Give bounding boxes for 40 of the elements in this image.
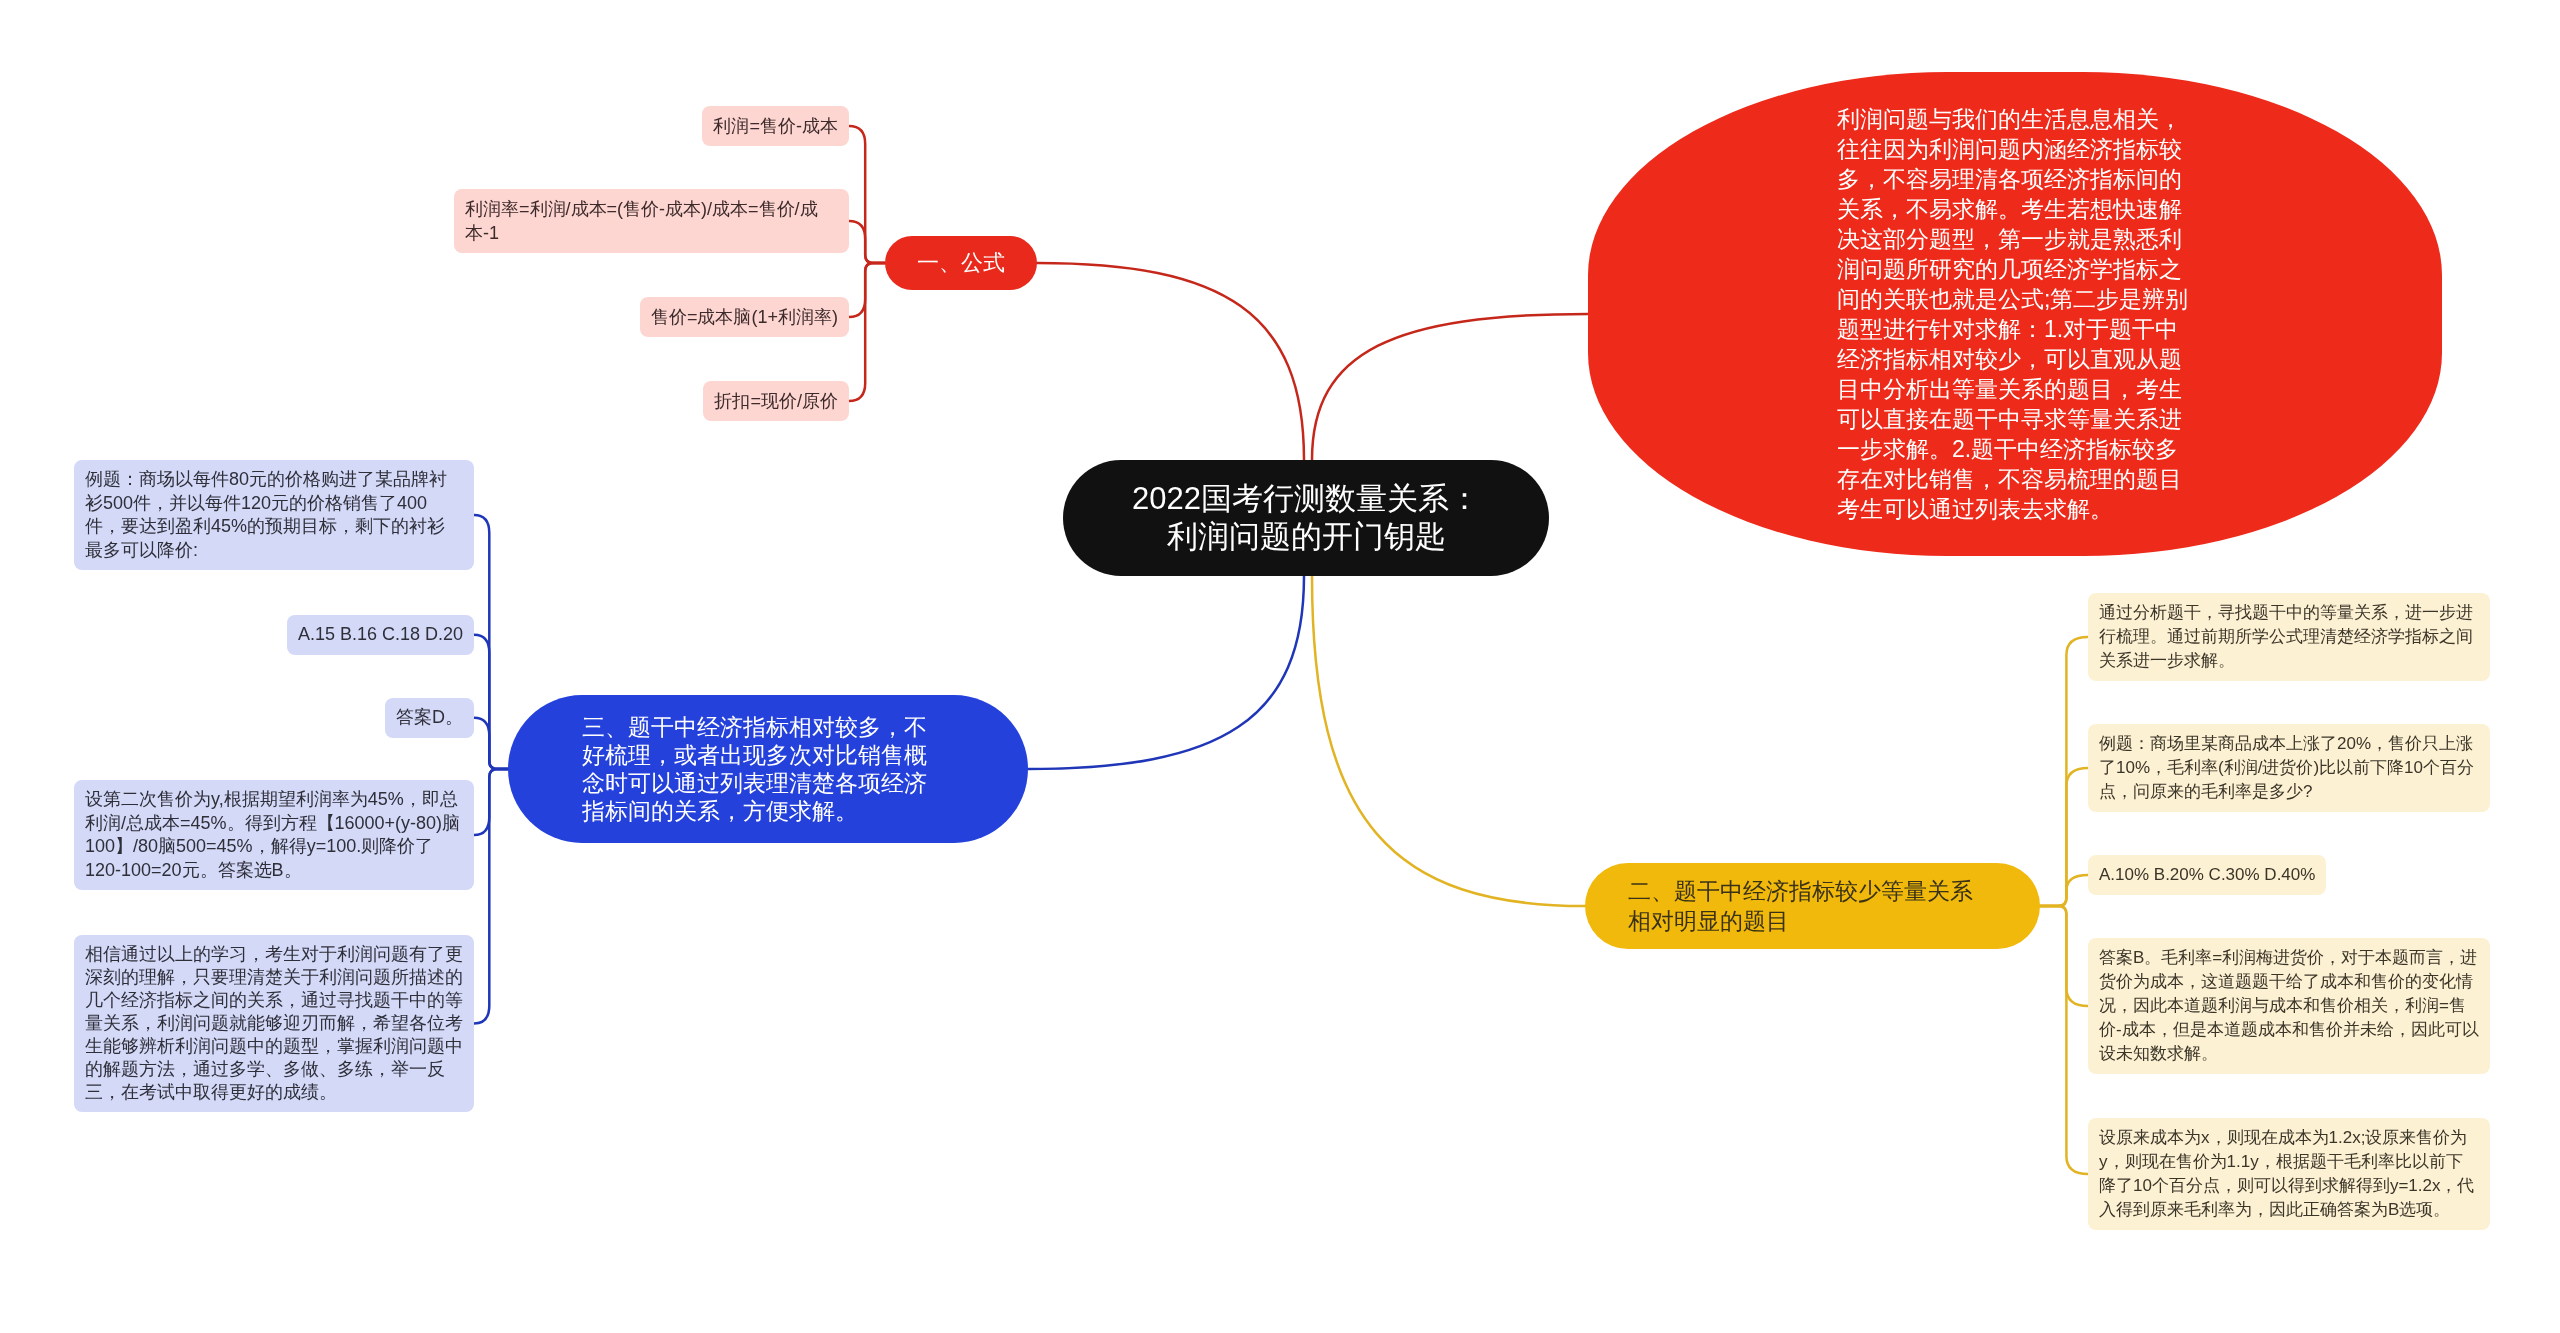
branch-line	[1035, 261, 1306, 462]
note-card	[2088, 855, 2327, 895]
branch-label: 二、题干中经济指标较少等量关系相对明显的题目	[1628, 877, 1974, 936]
note-card	[2088, 1118, 2490, 1230]
note-card	[286, 615, 474, 655]
note-text: 折扣=现价/原价	[714, 390, 838, 413]
branch-label: 三、题干中经济指标相对较多，不好梳理，或者出现多次对比销售概念时可以通过列表理清楚各项经济指标间的关系，方便求解。	[582, 713, 928, 825]
note-card	[639, 297, 849, 337]
note-text: 利润率=利润/成本=(售价-成本)/成本=售价/成本-1	[465, 198, 819, 245]
branch-topic	[885, 236, 1037, 290]
paragraph: 利润问题与我们的生活息息相关，往往因为利润问题内涵经济指标较多，不容易理清各项经济指标间的关系，不易求解。考生若想快速解决这部分题型，第一步就是熟悉利润问题所研究的几项经济学指标之间的关联也就是公式;第二步是辨别题型进行针对求解：1.对于题干中经济指标相对较少，可以直观从题目中分析出等量关系的题目，考生可以直接在题干中寻求等量关系进一步求解。2.题干中经济指标较多存在对比销售，不容易梳理的题目考生可以通过列表去求解。	[1837, 105, 2190, 524]
note-text: 设第二次售价为y,根据期望利润率为45%，即总利润/总成本=45%。得到方程【16000+(y-80)脑100】/80脑500=45%，解得y=100.则降价了120-100=20元。答案选B。	[85, 788, 462, 882]
note-card	[703, 381, 849, 421]
branch-line	[472, 767, 510, 1025]
note-card	[74, 780, 474, 890]
note-card	[2088, 593, 2490, 681]
topic-title: 2022国考行测数量关系：利润问题的开门钥匙	[1131, 480, 1481, 556]
note-card	[2088, 938, 2490, 1074]
branch-label: 一、公式	[916, 249, 1006, 277]
branch-line	[847, 261, 887, 403]
note-text: 设原来成本为x，则现在成本为1.2x;设原来售价为y，则现在售价为1.1y，根据题干毛利率比以前下降了10个百分点，则可以得到求解得到y=1.2x，代入得到原来毛利率为，因此正确答案为B选项。	[2099, 1127, 2476, 1221]
note-card	[702, 106, 849, 146]
branch-line	[1310, 312, 1590, 462]
note-card	[2088, 724, 2490, 812]
note-text: A.10% B.20% C.30% D.40%	[2099, 864, 2316, 886]
note-text: 答案B。毛利率=利润梅进货价，对于本题而言，进货价为成本，这道题题干给了成本和售价的变化情况，因此本道题利润与成本和售价相关，利润=售价-成本，但是本道题成本和售价并未给，因此可以设未知数求解。	[2099, 947, 2479, 1065]
note-card	[454, 189, 849, 253]
note-text: 例题：商场里某商品成本上涨了20%，售价只上涨了10%，毛利率(利润/进货价)比以前下降10个百分点，问原来的毛利率是多少?	[2099, 733, 2475, 803]
note-text: 相信通过以上的学习，考生对于利润问题有了更深刻的理解，只要理清楚关于利润问题所描述的几个经济指标之间的关系，通过寻找题干中的等量关系，利润问题就能够迎刃而解，希望各位考生能够辨析利润问题中的题型，掌握利润问题中的解题方法，通过多学、多做、多练，举一反三，在考试中取得更好的成绩。	[85, 943, 463, 1104]
branch-line	[1026, 574, 1306, 771]
note-text: 答案D。	[396, 706, 463, 729]
note-card	[74, 460, 474, 570]
note-text: 利润=售价-成本	[713, 115, 838, 138]
note-text: 例题：商场以每件80元的价格购进了某品牌衬衫500件，并以每件120元的价格销售了400件，要达到盈利45%的预期目标，剩下的衬衫最多可以降价:	[85, 468, 449, 562]
branch-line	[2038, 904, 2090, 1176]
note-text: 售价=成本脑(1+利润率)	[650, 306, 838, 329]
note-card	[385, 698, 474, 738]
note-text: A.15 B.16 C.18 D.20	[297, 623, 463, 646]
branch-line	[1310, 574, 1587, 908]
note-text: 通过分析题干，寻找题干中的等量关系，进一步进行梳理。通过前期所学公式理清楚经济学指标之间关系进一步求解。	[2099, 602, 2474, 672]
